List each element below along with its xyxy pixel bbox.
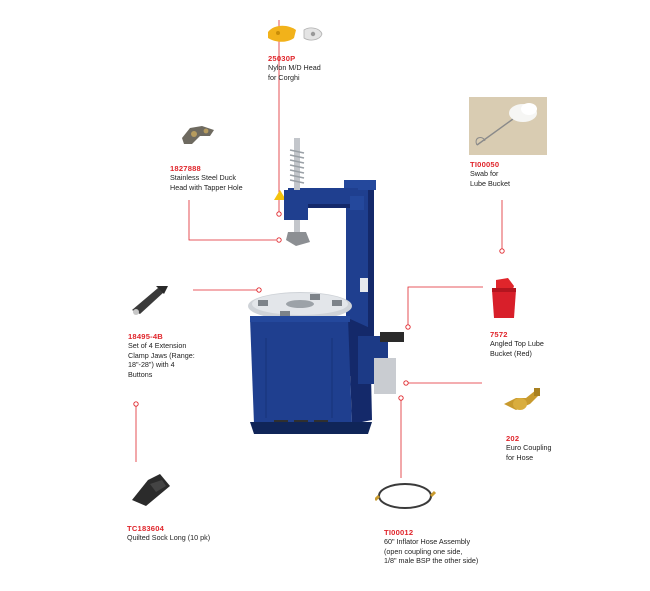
part-code: TI00012 (384, 528, 414, 537)
tire-changer-machine-image (248, 138, 404, 434)
part-description: Angled Top Lube Bucket (Red) (490, 339, 544, 358)
part-description: Set of 4 Extension Clamp Jaws (Range: 18… (128, 341, 195, 379)
part-code: TI00050 (470, 160, 500, 169)
connector-dot (133, 401, 139, 407)
callout-sock-long: TC183604 Quilted Sock Long (10 pk) (127, 524, 210, 543)
euro-coupling-image (504, 388, 540, 410)
lube-bucket-image (492, 278, 516, 318)
callout-euro-coupling: 202 Euro Coupling for Hose (506, 434, 552, 462)
callout-clamp-jaws: 18495-4B Set of 4 Extension Clamp Jaws (… (128, 332, 195, 379)
part-code: 18495-4B (128, 332, 163, 341)
duck-head-image (182, 126, 214, 144)
part-description: 60" Inflator Hose Assembly (open couplin… (384, 537, 479, 566)
inflator-hose-image (375, 483, 437, 509)
callout-inflator-hose: TI00012 60" Inflator Hose Assembly (open… (384, 528, 478, 566)
connector-dot (398, 395, 404, 401)
connector-dot (276, 237, 282, 243)
connector-lube-bucket (407, 286, 483, 325)
connector-duck-head (188, 200, 276, 241)
connector-dot (403, 380, 409, 386)
connector-dot (256, 287, 262, 293)
part-code: 1827888 (170, 164, 201, 173)
part-code: 25030P (268, 54, 296, 63)
part-description: Euro Coupling for Hose (506, 443, 552, 462)
callout-lube-bucket: 7572 Angled Top Lube Bucket (Red) (490, 330, 544, 358)
swab-image (469, 97, 547, 155)
part-description: Nylon M/D Head for Corghi (268, 63, 321, 82)
connector-dot (276, 211, 282, 217)
part-description: Stainless Steel Duck Head with Tapper Ho… (170, 173, 243, 192)
nylon-head-image (268, 25, 323, 42)
connector-dot (405, 324, 411, 330)
clamp-jaws-image (132, 286, 168, 315)
callout-duck-head: 1827888 Stainless Steel Duck Head with T… (170, 164, 243, 192)
sock-long-image (132, 474, 170, 506)
connector-dot (499, 248, 505, 254)
callout-nylon-head: 25030P Nylon M/D Head for Corghi (268, 54, 321, 82)
part-description: Swab for Lube Bucket (470, 169, 510, 188)
part-code: 202 (506, 434, 520, 443)
part-description: Quilted Sock Long (10 pk) (127, 533, 211, 543)
callout-swab: TI00050 Swab for Lube Bucket (470, 160, 510, 188)
part-code: TC183604 (127, 524, 165, 533)
part-code: 7572 (490, 330, 508, 339)
